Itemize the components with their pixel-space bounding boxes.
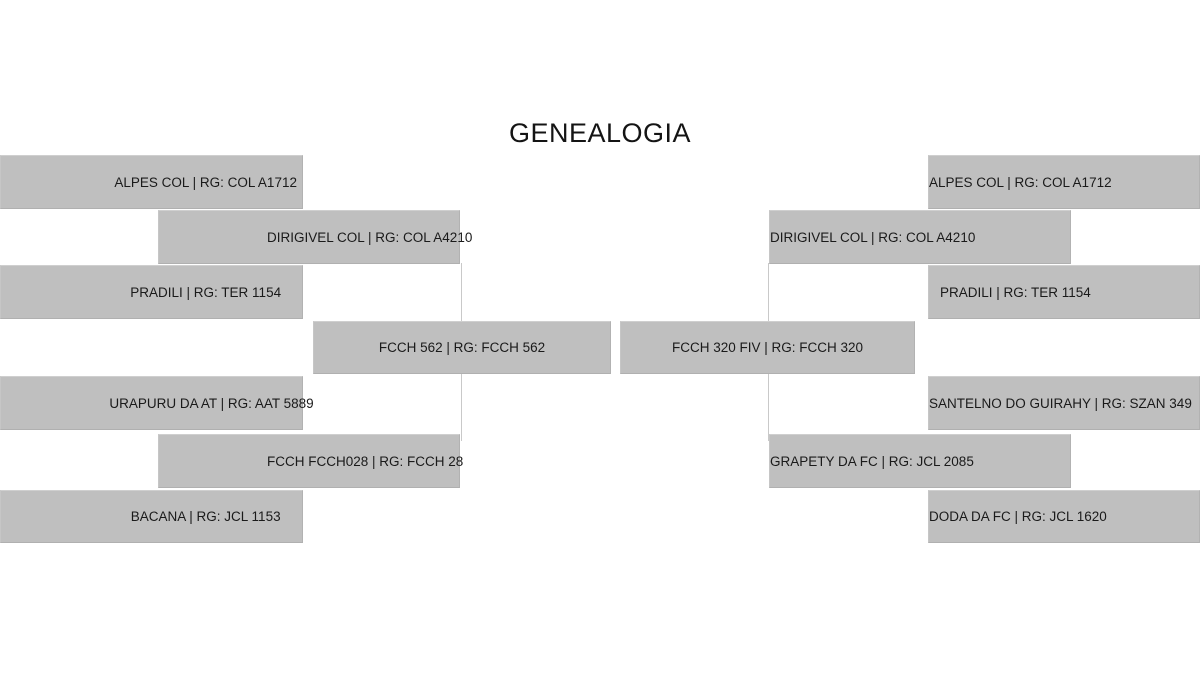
node-right-greatgrandparent-3[interactable]: SANTELNO DO GUIRAHY | RG: SZAN 349 <box>928 376 1200 430</box>
node-label: GRAPETY DA FC | RG: JCL 2085 <box>770 453 974 469</box>
node-left-grandparent-1[interactable]: DIRIGIVEL COL | RG: COL A4210 <box>158 210 472 264</box>
node-label: FCCH FCCH028 | RG: FCCH 28 <box>267 453 464 469</box>
node-label: SANTELNO DO GUIRAHY | RG: SZAN 349 <box>929 395 1192 411</box>
node-left-greatgrandparent-1[interactable]: ALPES COL | RG: COL A1712 <box>0 155 303 209</box>
node-label: ALPES COL | RG: COL A1712 <box>114 174 297 190</box>
node-label: DIRIGIVEL COL | RG: COL A4210 <box>770 229 976 245</box>
node-label: FCCH 320 FIV | RG: FCCH 320 <box>671 340 864 355</box>
node-label: PRADILI | RG: TER 1154 <box>939 284 1091 300</box>
node-left-greatgrandparent-3[interactable]: URAPURU DA AT | RG: AAT 5889 <box>0 376 314 430</box>
node-right-greatgrandparent-1[interactable]: ALPES COL | RG: COL A1712 <box>928 155 1200 209</box>
node-left-greatgrandparent-4[interactable]: BACANA | RG: JCL 1153 <box>0 490 303 543</box>
node-label: PRADILI | RG: TER 1154 <box>130 284 282 300</box>
node-right-grandparent-1[interactable]: DIRIGIVEL COL | RG: COL A4210 <box>769 210 1071 264</box>
node-label: FCCH 562 | RG: FCCH 562 <box>378 340 546 355</box>
page-title: GENEALOGIA <box>508 118 692 148</box>
node-label: DODA DA FC | RG: JCL 1620 <box>929 509 1107 524</box>
node-label: ALPES COL | RG: COL A1712 <box>929 174 1112 190</box>
node-label: BACANA | RG: JCL 1153 <box>130 509 281 524</box>
node-right-parent[interactable]: FCCH 320 FIV | RG: FCCH 320 <box>620 321 915 374</box>
node-right-greatgrandparent-2[interactable]: PRADILI | RG: TER 1154 <box>928 265 1200 319</box>
node-right-greatgrandparent-4[interactable]: DODA DA FC | RG: JCL 1620 <box>928 490 1200 543</box>
node-right-grandparent-2[interactable]: GRAPETY DA FC | RG: JCL 2085 <box>769 434 1071 488</box>
node-left-grandparent-2[interactable]: FCCH FCCH028 | RG: FCCH 28 <box>158 434 464 488</box>
node-label: DIRIGIVEL COL | RG: COL A4210 <box>267 229 473 245</box>
node-label: URAPURU DA AT | RG: AAT 5889 <box>109 395 314 411</box>
node-left-parent[interactable]: FCCH 562 | RG: FCCH 562 <box>313 321 611 374</box>
node-left-greatgrandparent-2[interactable]: PRADILI | RG: TER 1154 <box>0 265 303 319</box>
